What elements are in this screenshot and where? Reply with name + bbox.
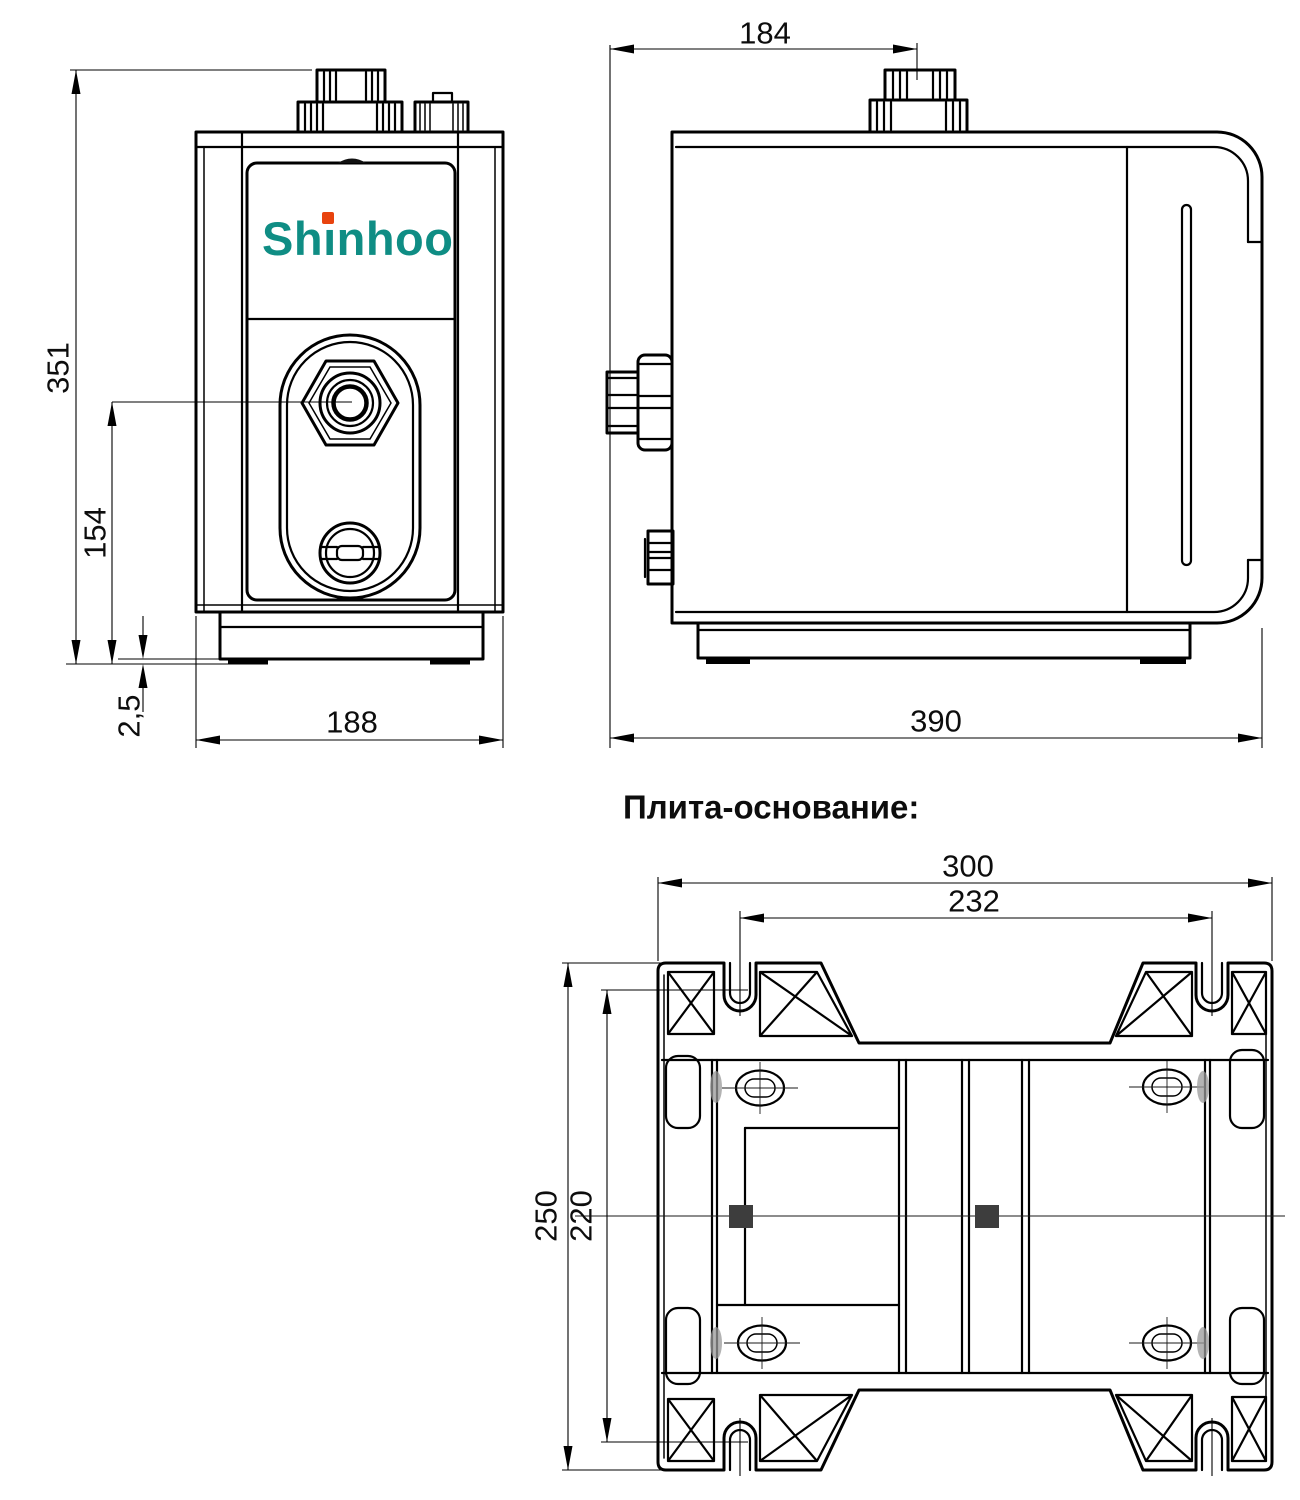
brand-logo: Shınhoo (262, 212, 453, 265)
mounting-slots (710, 1061, 1209, 1369)
front-port-recess (278, 333, 422, 600)
front-top-connector-large (296, 68, 404, 134)
foot (706, 658, 750, 664)
side-view: 184 390 (605, 16, 1264, 748)
front-view: Shınhoo (41, 68, 505, 748)
square-marker-right (975, 1205, 999, 1228)
side-base (696, 621, 1192, 664)
front-dimensions: 351 154 2,5 188 (41, 69, 504, 748)
base-plate-title: Плита-основание: (623, 789, 919, 826)
side-suction-port (605, 353, 674, 452)
side-inner-band-top (674, 145, 1250, 244)
foot (430, 659, 470, 665)
dim-foot-height: 2,5 (112, 694, 147, 737)
base-plate-inner-frame (660, 974, 1270, 1459)
side-top-connector (868, 43, 969, 134)
side-lower-port (643, 529, 675, 586)
dim-overall-width: 188 (326, 705, 378, 740)
dim-port-axis-height: 154 (78, 507, 113, 559)
pump-front-body-outline (194, 130, 505, 614)
dim-overall-depth: 390 (910, 704, 962, 739)
drain-plug (318, 521, 382, 585)
slot-bottom-left (724, 1317, 800, 1369)
foot (1140, 658, 1186, 664)
brand-logo-text: Shınhoo (262, 212, 453, 265)
dim-plate-inner-depth: 220 (564, 1190, 599, 1242)
front-top-connector-small (413, 91, 470, 134)
side-tabs (664, 1048, 1266, 1386)
side-dimensions: 184 390 (609, 16, 1263, 748)
base-plate-dimensions: 300 232 250 220 (529, 849, 1273, 1476)
port-hex-nut (300, 359, 400, 447)
panel-top-notch (338, 158, 366, 163)
base-plate-view: Плита-основание: (529, 789, 1285, 1476)
connector-base-ribs (303, 102, 397, 132)
pipe-port (318, 371, 382, 435)
dim-notch-spacing: 232 (948, 884, 1000, 919)
connector-ribs (322, 70, 380, 102)
foot (228, 659, 268, 665)
connector-ribs (419, 103, 464, 131)
front-base (218, 610, 485, 665)
dim-overall-height: 351 (41, 342, 76, 394)
corner-gussets (666, 970, 1268, 1463)
logo-i-dot (322, 212, 334, 224)
dim-plate-width: 300 (942, 849, 994, 884)
dim-connector-offset: 184 (739, 16, 791, 51)
slot-top-left (722, 1062, 798, 1114)
base-plate-outline (656, 961, 1274, 1472)
square-marker-left (729, 1205, 753, 1228)
side-slot (1180, 203, 1193, 567)
slot-top-right (1129, 1061, 1205, 1113)
pump-side-body-outline (670, 130, 1264, 625)
side-inner-band-bottom (674, 558, 1250, 614)
dim-plate-depth: 250 (529, 1190, 564, 1242)
slot-bottom-right (1129, 1317, 1205, 1369)
